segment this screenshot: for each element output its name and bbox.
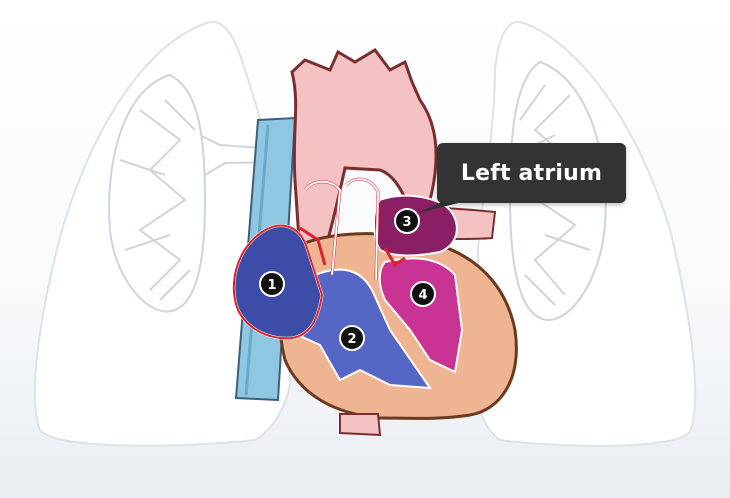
left-lung <box>33 20 292 447</box>
svg-text:2: 2 <box>347 332 356 347</box>
tooltip-label: Left atrium <box>460 160 603 186</box>
marker-1[interactable]: 1 <box>259 271 285 297</box>
marker-4[interactable]: 4 <box>410 281 436 307</box>
tooltip-pointer <box>415 200 470 214</box>
tooltip-box: Left atrium <box>437 143 626 203</box>
marker-2[interactable]: 2 <box>339 325 365 351</box>
right-lung <box>474 20 697 447</box>
left-bronchi <box>108 73 291 313</box>
marker-3[interactable]: 3 <box>394 208 420 234</box>
left-ventricle <box>378 257 464 374</box>
svg-text:1: 1 <box>267 278 276 293</box>
tooltip-left-atrium: Left atrium <box>437 143 626 203</box>
svg-text:4: 4 <box>418 288 427 303</box>
aorta <box>290 48 438 262</box>
svg-text:3: 3 <box>402 215 411 230</box>
